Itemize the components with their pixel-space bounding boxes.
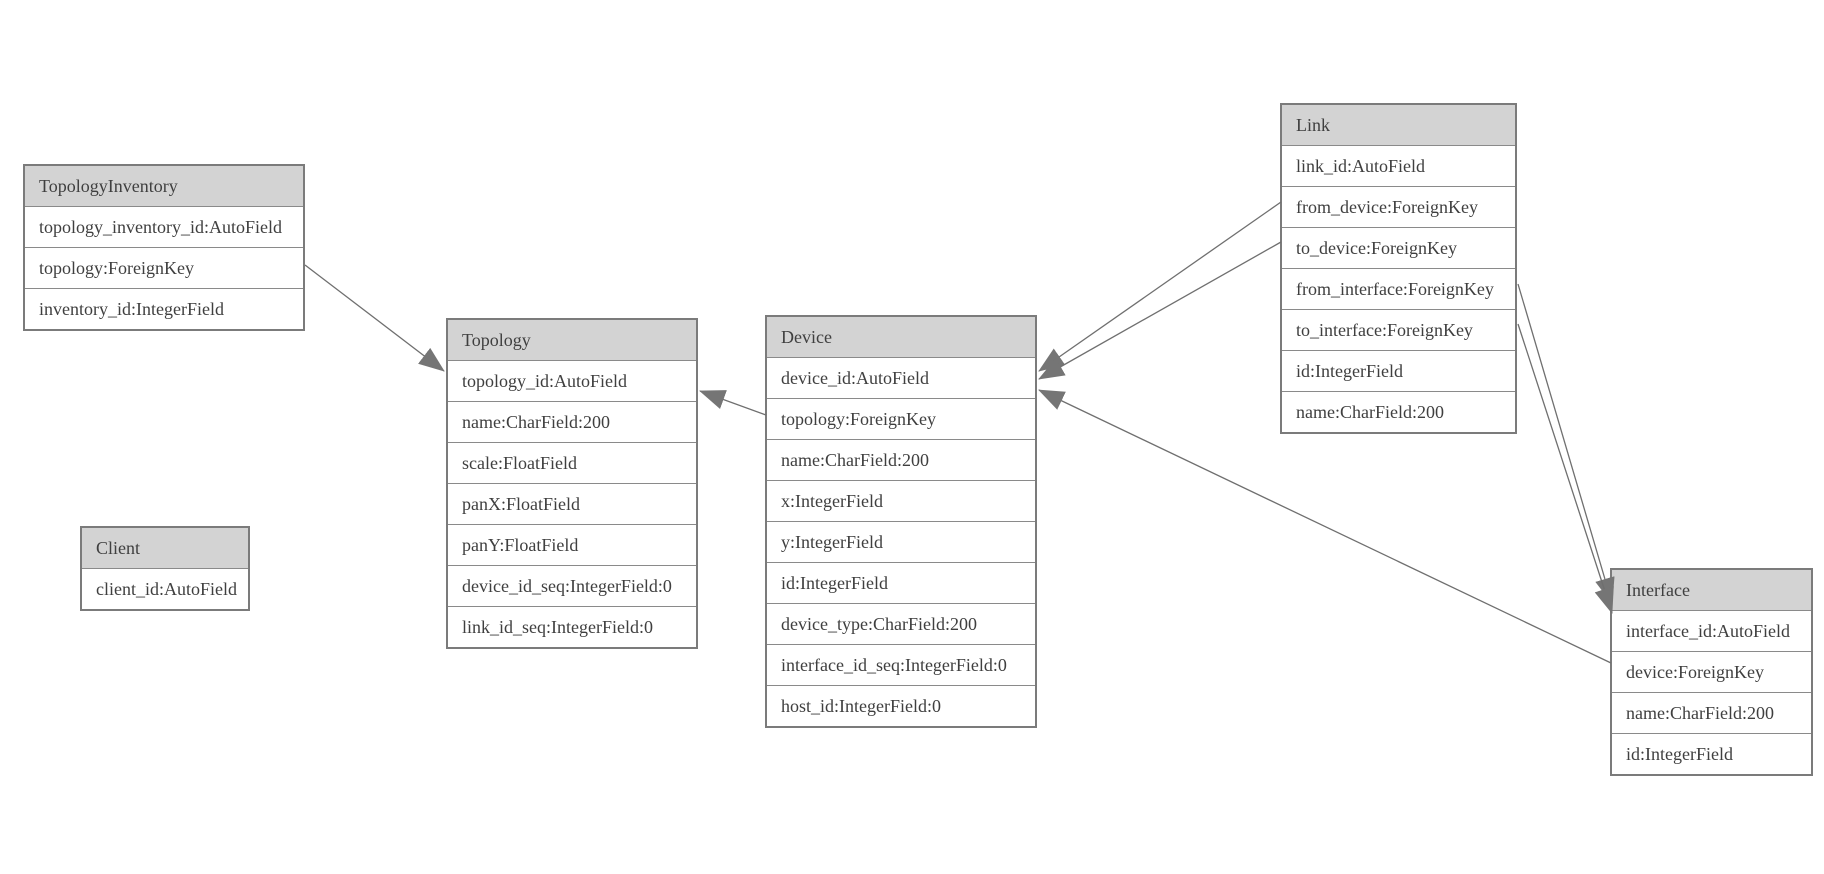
entity-header-topologyinventory: TopologyInventory [25,166,303,206]
field-row: to_interface:ForeignKey [1282,309,1515,350]
field-row: panY:FloatField [448,524,696,565]
field-row: from_device:ForeignKey [1282,186,1515,227]
field-row: host_id:IntegerField:0 [767,685,1035,726]
field-row: name:CharField:200 [1282,391,1515,432]
field-row: interface_id:AutoField [1612,610,1811,651]
field-row: id:IntegerField [1612,733,1811,774]
field-row: device_id:AutoField [767,357,1035,398]
field-row: panX:FloatField [448,483,696,524]
field-row: name:CharField:200 [1612,692,1811,733]
relation-link-frominterface-interface [1517,283,1615,604]
entity-header-topology: Topology [448,320,696,360]
field-row: link_id_seq:IntegerField:0 [448,606,696,647]
entity-header-interface: Interface [1612,570,1811,610]
field-row: name:CharField:200 [448,401,696,442]
field-row: scale:FloatField [448,442,696,483]
field-row: client_id:AutoField [82,568,248,609]
entity-header-link: Link [1282,105,1515,145]
relation-link-tointerface-interface [1517,323,1614,614]
field-row: from_interface:ForeignKey [1282,268,1515,309]
field-row: topology:ForeignKey [767,398,1035,439]
relation-device-topology [699,390,767,416]
field-row: topology_id:AutoField [448,360,696,401]
relation-link-todevice-device [1038,241,1282,380]
field-row: y:IntegerField [767,521,1035,562]
entity-fields-client: client_id:AutoField [82,568,248,609]
relation-topologyinventory-topology [304,264,445,372]
field-row: topology_inventory_id:AutoField [25,206,303,247]
field-row: interface_id_seq:IntegerField:0 [767,644,1035,685]
field-row: id:IntegerField [1282,350,1515,391]
entity-header-device: Device [767,317,1035,357]
entity-topologyinventory: TopologyInventory topology_inventory_id:… [23,164,305,331]
field-row: device:ForeignKey [1612,651,1811,692]
field-row: device_type:CharField:200 [767,603,1035,644]
field-row: id:IntegerField [767,562,1035,603]
field-row: inventory_id:IntegerField [25,288,303,329]
field-row: to_device:ForeignKey [1282,227,1515,268]
field-row: x:IntegerField [767,480,1035,521]
field-row: device_id_seq:IntegerField:0 [448,565,696,606]
field-row: name:CharField:200 [767,439,1035,480]
field-row: link_id:AutoField [1282,145,1515,186]
field-row: topology:ForeignKey [25,247,303,288]
entity-header-client: Client [82,528,248,568]
entity-client: Client client_id:AutoField [80,526,250,611]
relation-link-fromdevice-device [1038,201,1282,372]
